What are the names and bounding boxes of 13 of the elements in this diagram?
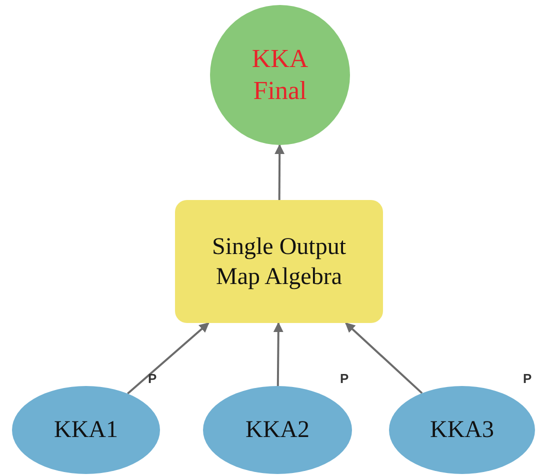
arrow bbox=[345, 322, 423, 394]
arrow bbox=[274, 144, 285, 200]
node-label: KKA2 bbox=[246, 416, 310, 445]
arrow bbox=[273, 322, 284, 386]
arrow bbox=[127, 322, 210, 394]
node-label: KKA Final bbox=[250, 43, 310, 107]
node-label: KKA3 bbox=[430, 416, 494, 445]
node-label: Single Output Map Algebra bbox=[210, 232, 347, 292]
process-box bbox=[175, 200, 383, 323]
parameter-marker: P bbox=[340, 372, 349, 385]
node-label: KKA1 bbox=[54, 416, 118, 445]
parameter-marker: P bbox=[523, 372, 532, 385]
parameter-marker: P bbox=[148, 372, 157, 385]
